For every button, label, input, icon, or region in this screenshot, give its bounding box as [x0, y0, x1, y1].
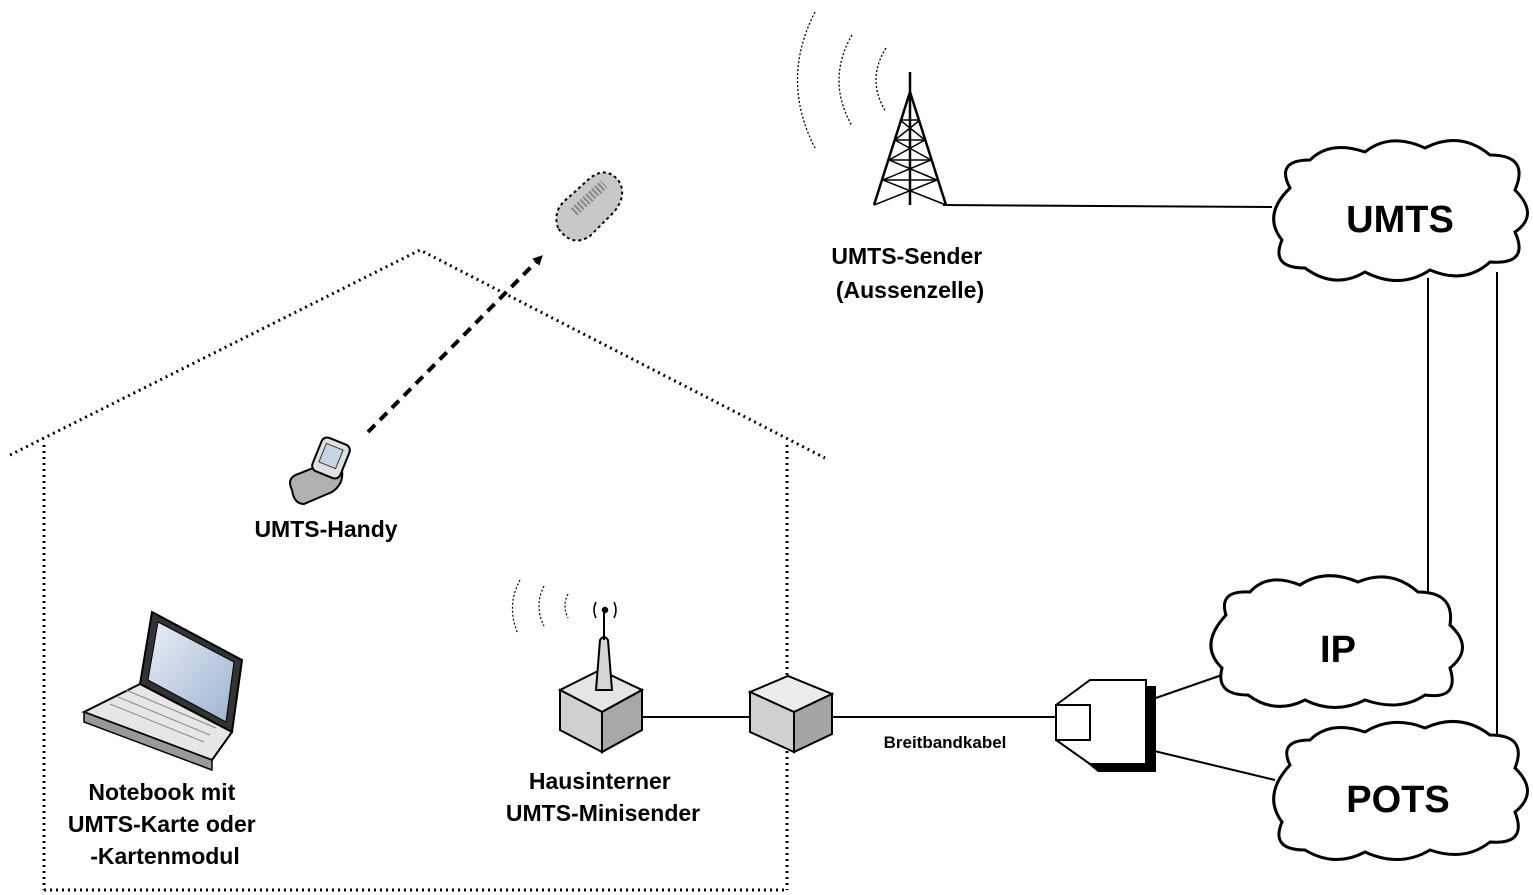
wave-arcs-small-icon	[511, 579, 569, 635]
cloud-pots: POTS	[1272, 719, 1529, 862]
wave-arcs-icon	[796, 11, 887, 149]
cloud-umts: UMTS	[1272, 138, 1529, 282]
link-splitter-ip	[1149, 674, 1223, 701]
cloud-ip: IP	[1209, 574, 1464, 709]
house-outline	[9, 248, 826, 892]
ghost-phone-icon	[555, 171, 624, 242]
movement-arrow	[366, 255, 543, 434]
phone-icon	[289, 436, 351, 506]
tower-icon	[872, 72, 948, 206]
cable-label: Breitbandkabel	[884, 733, 1007, 752]
link-splitter-pots	[1149, 749, 1276, 781]
minisender-device-icon	[557, 612, 645, 754]
wall-outlet-box	[747, 674, 835, 754]
house-roof	[9, 248, 826, 460]
link-tower-umts	[942, 204, 1273, 208]
laptop-icon	[81, 610, 244, 772]
cloud-umts-label: UMTS	[1346, 199, 1454, 241]
minisender-label: Hausinterner UMTS-Minisender	[506, 768, 700, 826]
notebook-label: Notebook mit UMTS-Karte oder -Kartenmodu…	[68, 779, 262, 869]
handy-label: UMTS-Handy	[254, 516, 397, 542]
connection-lines	[642, 204, 1498, 781]
sender-label: UMTS-Sender (Aussenzelle)	[831, 243, 988, 303]
cloud-ip-label: IP	[1320, 629, 1356, 671]
cloud-pots-label: POTS	[1346, 779, 1449, 821]
splitter-icon	[1055, 679, 1156, 772]
